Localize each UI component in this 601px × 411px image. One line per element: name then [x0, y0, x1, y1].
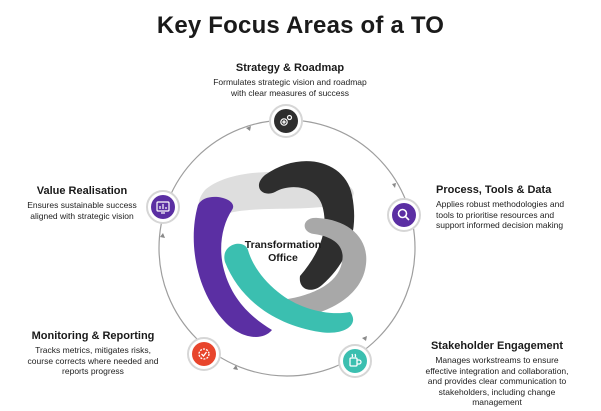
page-title: Key Focus Areas of a TO [156, 12, 445, 39]
area-value-title: Value Realisation [36, 185, 128, 197]
area-strategy: Strategy & Roadmap Formulates strategic … [180, 62, 400, 98]
arrow-head-2 [362, 336, 367, 341]
area-process-desc-1: Applies robust methodologies and [436, 199, 565, 209]
area-stakeholder-desc-3: and provides clear communication to [427, 376, 567, 386]
area-monitoring-desc-3: reports progress [62, 366, 124, 376]
area-process-title: Process, Tools & Data [436, 184, 552, 196]
area-value-desc-2: aligned with strategic vision [30, 210, 134, 221]
area-stakeholder-desc-2: effective integration and collaboration, [425, 365, 569, 376]
area-process-desc-2: tools to prioritise resources and [436, 209, 555, 220]
node-value [146, 190, 180, 224]
area-process: Process, Tools & Data Applies robust met… [436, 184, 596, 231]
area-value: Value Realisation Ensures sustainable su… [12, 185, 152, 221]
area-stakeholder-title: Stakeholder Engagement [430, 340, 564, 352]
area-process-desc-3: support informed decision making [436, 220, 564, 230]
area-monitoring-desc-1: Tracks metrics, mitigates risks, [35, 345, 151, 355]
ribbon-purple [193, 196, 272, 337]
node-monitoring [187, 337, 221, 371]
dashboard-monitor-icon [156, 201, 170, 214]
area-monitoring: Monitoring & Reporting Tracks metrics, m… [8, 330, 178, 377]
node-stakeholder [338, 344, 372, 378]
area-stakeholder-desc-1: Manages workstreams to ensure [435, 355, 559, 365]
area-strategy-title: Strategy & Roadmap [235, 62, 345, 74]
node-process [387, 198, 421, 232]
gear-check-icon [198, 348, 210, 360]
area-monitoring-desc-2: course corrects where needed and [27, 355, 159, 366]
arrow-head-1 [392, 183, 396, 188]
arrow-head-4 [160, 233, 165, 238]
coffee-cup-icon [349, 353, 362, 367]
area-stakeholder-desc-4: stakeholders, including change [438, 386, 556, 397]
ribbon-gray [272, 217, 367, 318]
ribbon-knot [193, 161, 367, 337]
magnifier-icon [397, 208, 410, 221]
area-value-desc-1: Ensures sustainable success [27, 200, 137, 210]
center-label: Transformation Office [235, 239, 331, 265]
center-label-line-2: Office [268, 252, 298, 264]
area-monitoring-title: Monitoring & Reporting [31, 330, 155, 342]
area-stakeholder: Stakeholder Engagement Manages workstrea… [402, 340, 592, 408]
node-strategy [269, 104, 303, 138]
arrow-head-5 [246, 126, 251, 131]
center-label-line-1: Transformation [244, 239, 322, 251]
area-strategy-desc-2: with clear measures of success [230, 87, 350, 98]
area-stakeholder-desc-5: management [472, 397, 522, 407]
arrow-head-3 [233, 365, 238, 370]
ribbon-teal [224, 243, 354, 333]
ribbon-dark [258, 161, 355, 290]
gears-icon [280, 114, 293, 126]
area-strategy-desc-1: Formulates strategic vision and roadmap [213, 77, 367, 87]
